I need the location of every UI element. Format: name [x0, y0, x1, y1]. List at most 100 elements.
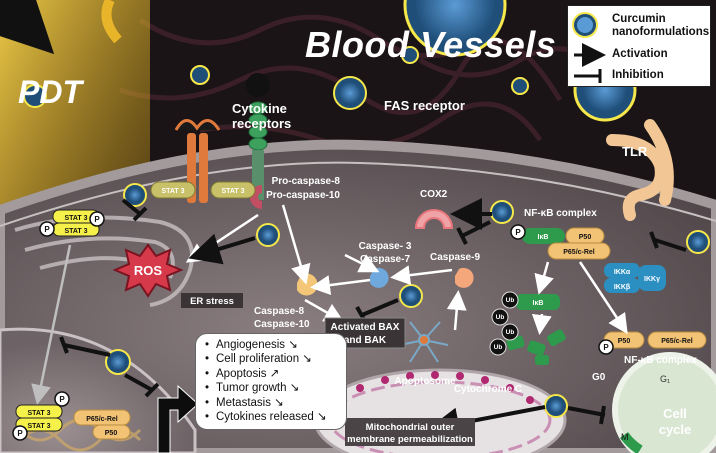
- svg-text:P: P: [603, 343, 609, 352]
- outcomes-box: Angiogenesis ↘ Cell proliferation ↘ Apop…: [195, 333, 347, 430]
- svg-text:Ub: Ub: [506, 329, 515, 336]
- legend-activation-label: Activation: [612, 48, 668, 60]
- svg-text:IKKβ: IKKβ: [614, 284, 631, 291]
- svg-text:IKKγ: IKKγ: [644, 276, 660, 283]
- g1-label: G₁: [660, 374, 670, 384]
- svg-text:P: P: [17, 429, 23, 438]
- svg-text:Ub: Ub: [496, 314, 505, 321]
- svg-text:P50: P50: [105, 430, 118, 437]
- cox2-label: COX2: [420, 189, 448, 200]
- mito-box: [345, 418, 475, 446]
- svg-text:P65/c-Rel: P65/c-Rel: [563, 249, 595, 256]
- svg-text:cycle: cycle: [659, 422, 692, 437]
- svg-text:Mitochondrial outer: Mitochondrial outer: [366, 422, 455, 433]
- svg-text:Ub: Ub: [494, 344, 503, 351]
- legend-nano-label: Curcumin nanoformulations: [612, 13, 710, 38]
- svg-text:P: P: [59, 395, 65, 404]
- pdt-arrow-2: [101, 0, 122, 44]
- svg-text:STAT 3: STAT 3: [27, 423, 50, 430]
- tlr-label: TLR: [622, 144, 648, 159]
- outcome-item: Apoptosis ↗: [205, 367, 340, 382]
- m-label: M: [621, 432, 629, 442]
- cell-cycle-wheel: [612, 352, 716, 453]
- apoptosome-label: Apoptosome: [394, 376, 456, 387]
- ub-labels: Ub Ub Ub Ub: [494, 297, 515, 351]
- tlr-receptor: [606, 119, 674, 221]
- nfkb-complex-label: NF-κB complex: [524, 208, 597, 219]
- caspase9-label: Caspase-9: [430, 252, 480, 263]
- svg-text:STAT 3: STAT 3: [161, 188, 184, 195]
- pdt-arrow-1: [0, 0, 55, 55]
- svg-text:STAT 3: STAT 3: [64, 215, 87, 222]
- ros-label: ROS: [134, 263, 163, 278]
- svg-text:P: P: [94, 215, 100, 224]
- ubiquitin-chain: [489, 291, 519, 356]
- outcome-item: Angiogenesis ↘: [205, 338, 340, 353]
- caspase37-shape: [370, 267, 389, 288]
- g0-label: G0: [592, 372, 606, 383]
- fas-receptor-label: FAS receptor: [384, 98, 465, 113]
- svg-text:P: P: [44, 225, 50, 234]
- ikk-labels: IKKα IKKβ IKKγ: [614, 269, 660, 291]
- nfkb-inner-labels: IκB P50 P65/c-Rel IκB P50 P65/c-Rel P65/…: [86, 234, 693, 437]
- outcome-item: Metastasis ↘: [205, 396, 340, 411]
- svg-text:P65/c-Rel: P65/c-Rel: [86, 416, 118, 423]
- cell-cycle-label: Cell cycle: [659, 406, 692, 437]
- caspase37-label: Caspase- 3 Caspase-7: [359, 241, 412, 265]
- stat3-labels: STAT 3 STAT 3 STAT 3 STAT 3 STAT 3 STAT …: [27, 188, 244, 430]
- svg-text:STAT 3: STAT 3: [221, 188, 244, 195]
- nfkb-complex-label-2: NF-κB complex: [624, 355, 697, 366]
- outcome-item: Cytokines released ↘: [205, 410, 340, 425]
- outcome-item: Cell proliferation ↘: [205, 352, 340, 367]
- ros-star: [112, 243, 184, 298]
- svg-text:P50: P50: [579, 234, 592, 241]
- cytochrome-label: Cytochrome C: [454, 384, 522, 395]
- svg-text:Pro-caspase-10: Pro-caspase-10: [266, 190, 340, 201]
- outcome-arrow: [157, 384, 199, 453]
- caspase810-label: Caspase-8 Caspase-10: [254, 306, 310, 330]
- svg-text:STAT 3: STAT 3: [64, 228, 87, 235]
- cell-membrane-inner: [0, 161, 716, 227]
- svg-text:IκB: IκB: [538, 234, 549, 241]
- svg-text:Caspase-10: Caspase-10: [254, 319, 310, 330]
- stat3-to-nucleus-arrow: [31, 244, 72, 405]
- pdt-label: PDT: [18, 74, 82, 110]
- stat3-membrane-1: [150, 181, 196, 199]
- svg-text:IκB: IκB: [533, 300, 544, 307]
- nfkb-nucleus-shape: [73, 409, 131, 440]
- svg-text:membrane permeabilization: membrane permeabilization: [347, 434, 473, 445]
- svg-text:Caspase-8: Caspase-8: [254, 306, 304, 317]
- stat3-nuc-2: [15, 417, 63, 432]
- er-stress-box: [181, 293, 243, 308]
- svg-text:P: P: [515, 228, 521, 237]
- stat3-membrane-2: [210, 181, 256, 199]
- caspase9-shape: [455, 267, 474, 288]
- ikk-complex-shape: [604, 263, 666, 293]
- svg-text:P65/c-Rel: P65/c-Rel: [661, 338, 693, 345]
- phospho-markers: [12, 211, 614, 441]
- svg-text:STAT 3: STAT 3: [27, 410, 50, 417]
- svg-text:receptors: receptors: [232, 116, 291, 131]
- pro-caspase-label: Pro-caspase-8 Pro-caspase-10: [266, 176, 340, 201]
- mito-label: Mitochondrial outer membrane permeabiliz…: [347, 422, 473, 445]
- ikb-free-shape: [516, 294, 560, 310]
- legend: Curcumin nanoformulations Activation Inh…: [567, 5, 711, 87]
- bax-label: Activated BAX and BAK: [331, 322, 400, 346]
- svg-text:Ub: Ub: [506, 297, 515, 304]
- inhibition-lines: [59, 198, 687, 425]
- svg-text:Cytokine: Cytokine: [232, 101, 287, 116]
- outcome-item: Tumor growth ↘: [205, 381, 340, 396]
- svg-text:Activated BAX: Activated BAX: [331, 322, 400, 333]
- svg-text:Pro-caspase-8: Pro-caspase-8: [272, 176, 341, 187]
- legend-icons: [572, 12, 606, 83]
- svg-text:Caspase-7: Caspase-7: [360, 254, 410, 265]
- nfkb-complex-shape: [522, 227, 611, 260]
- phospho-labels: P P P P P P: [17, 215, 609, 438]
- svg-text:Caspase- 3: Caspase- 3: [359, 241, 412, 252]
- legend-inhibition-label: Inhibition: [612, 69, 664, 81]
- svg-text:IKKα: IKKα: [614, 269, 631, 276]
- cytokine-label: Cytokine receptors: [232, 101, 291, 131]
- page-title: Blood Vessels: [305, 24, 557, 65]
- svg-text:Cell: Cell: [663, 406, 687, 421]
